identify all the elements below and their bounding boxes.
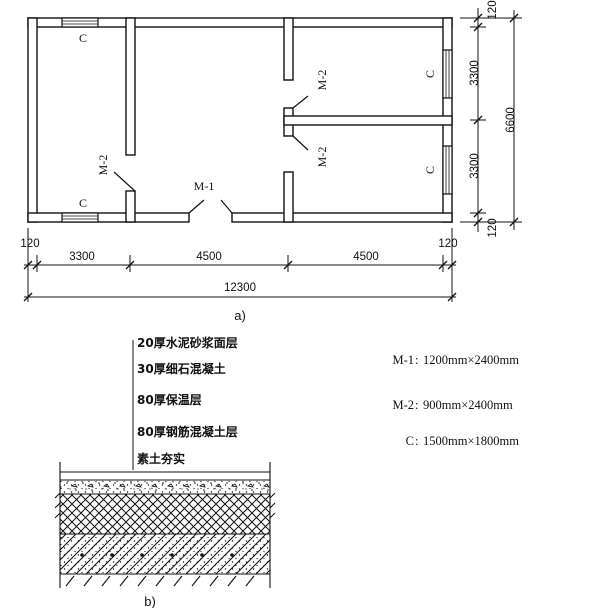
- legend-m2-colon: :: [415, 398, 418, 412]
- layer-label-2: 30厚细石混凝土: [137, 361, 226, 376]
- layer-mortar: [59, 471, 271, 481]
- windows: [61, 17, 453, 223]
- floor-plan: C C C C M-1 M-2 M-2 M-2 120 3300 4500 45…: [20, 0, 522, 323]
- wall-bottom-right: [231, 212, 453, 223]
- dimension-bottom: [23, 228, 457, 302]
- window-right-lower: [442, 145, 453, 195]
- legend-m1-spec: 1200mm×2400mm: [423, 353, 519, 367]
- window-right-upper: [442, 49, 453, 99]
- dim-right-120-top: 120: [487, 0, 499, 19]
- dim-bottom-3300: 3300: [69, 251, 95, 263]
- window-label-right-upper: C: [423, 70, 437, 78]
- door-m1-leaf-left: [188, 199, 205, 214]
- layer-insulation: [59, 493, 271, 535]
- floor-section: 20厚水泥砂浆面层 30厚细石混凝土 80厚保温层 80厚钢筋混凝土层 素土夯实: [54, 335, 276, 608]
- window-top: [61, 17, 99, 28]
- door-m2-leaf-left-room: [113, 171, 136, 192]
- wall-interior-a-lower: [125, 190, 136, 223]
- wall-interior-b-upper: [283, 17, 294, 81]
- legend-c-name: C: [406, 434, 414, 448]
- dim-right-total: 6600: [505, 107, 517, 133]
- doors: [113, 95, 309, 214]
- wall-interior-a-upper: [125, 17, 136, 156]
- dim-right-3300-lower: 3300: [469, 153, 481, 179]
- wall-interior-b-lower: [283, 171, 294, 223]
- dimension-right: [460, 8, 522, 232]
- wall-left: [27, 17, 38, 223]
- window-label-bottom: C: [79, 196, 87, 210]
- window-label-top: C: [79, 31, 87, 45]
- legend-m1-colon: :: [415, 353, 418, 367]
- door-m2-label-lower: M-2: [315, 147, 329, 168]
- dim-bottom-120-right: 120: [438, 238, 457, 250]
- legend-c-colon: :: [415, 434, 418, 448]
- legend-c-spec: 1500mm×1800mm: [423, 434, 519, 448]
- ground-hatch: [60, 573, 270, 587]
- window-label-right-lower: C: [423, 166, 437, 174]
- door-m2-leaf-upper-room: [292, 95, 309, 109]
- door-m1-label: M-1: [194, 179, 215, 193]
- legend-m2-spec: 900mm×2400mm: [423, 398, 513, 412]
- window-bottom: [61, 212, 99, 223]
- rebar-dots: [80, 553, 234, 557]
- door-m1-leaf-right: [220, 199, 233, 214]
- dim-right-3300-upper: 3300: [469, 60, 481, 86]
- dim-bottom-total: 12300: [224, 282, 256, 294]
- interior-walls: [125, 17, 453, 223]
- door-m2-label-upper: M-2: [315, 70, 329, 91]
- dim-bottom-4500-b: 4500: [353, 251, 379, 263]
- layer-label-5: 素土夯实: [137, 451, 185, 466]
- opening-legend: M-1 : 1200mm×2400mm M-2 : 900mm×2400mm C…: [392, 353, 519, 448]
- plan-caption: a): [234, 308, 246, 323]
- layer-label-4: 80厚钢筋混凝土层: [137, 424, 238, 439]
- door-m2-label-left: M-2: [96, 155, 110, 176]
- section-caption: b): [144, 594, 156, 608]
- layer-label-3: 80厚保温层: [137, 392, 202, 407]
- layer-label-1: 20厚水泥砂浆面层: [137, 335, 238, 350]
- wall-partition: [283, 115, 453, 126]
- dim-bottom-4500-a: 4500: [196, 251, 222, 263]
- door-m2-leaf-lower-room: [292, 135, 309, 151]
- wall-bottom-left: [27, 212, 190, 223]
- dim-right-120-bottom: 120: [487, 218, 499, 237]
- dim-bottom-120-left: 120: [20, 238, 39, 250]
- legend-m1-name: M-1: [392, 353, 414, 367]
- section-slab: [54, 462, 276, 588]
- legend-m2-name: M-2: [392, 398, 414, 412]
